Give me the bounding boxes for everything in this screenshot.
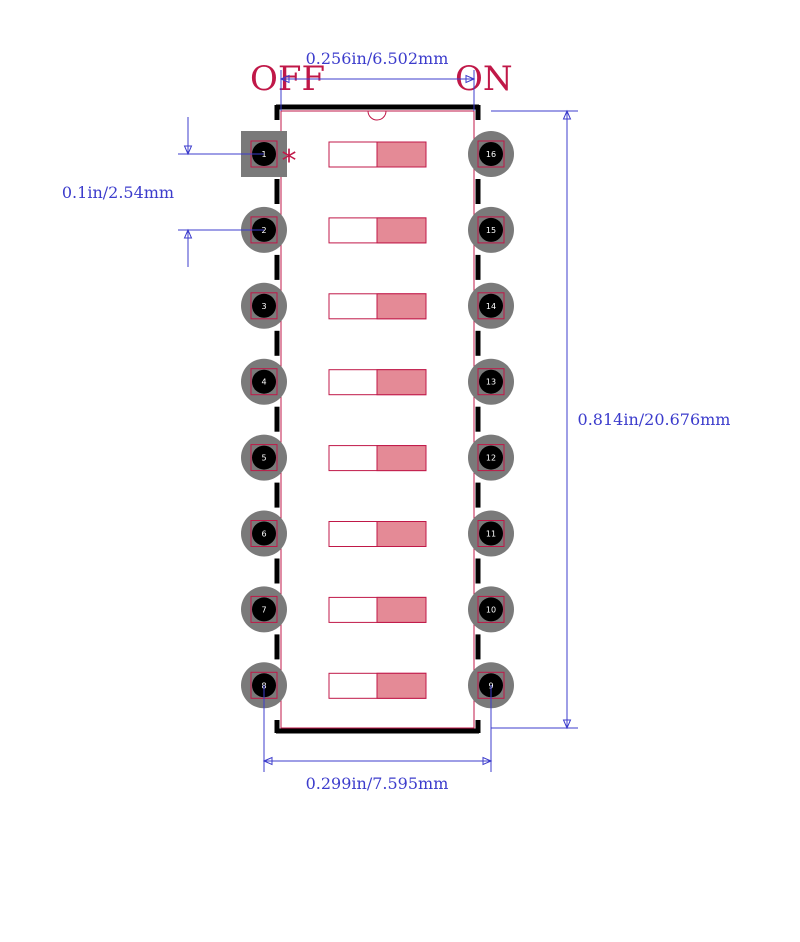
pin-number: 16 [486, 150, 496, 159]
dip-switch [328, 596, 427, 623]
drill-hole [252, 369, 276, 394]
pad-outline [250, 595, 278, 623]
pin-number: 13 [486, 378, 496, 387]
pad-outline [477, 444, 505, 472]
pin-pad: 5 [241, 434, 287, 481]
pad-outline [477, 216, 505, 244]
pad-outline [477, 292, 505, 320]
arrow-right-icon [482, 756, 493, 766]
pin-number: 4 [261, 378, 266, 387]
drill-hole [252, 521, 276, 546]
arrow-down-icon [562, 719, 572, 730]
switch-actuator-on [376, 217, 427, 244]
pin-number: 10 [486, 605, 496, 614]
drill-hole [252, 293, 276, 318]
pin-pad: 3 [241, 282, 287, 329]
switch-width-label: 0.256in/6.502mm [306, 49, 449, 68]
pin-pitch-dimension: 0.1in/2.54mm [62, 117, 264, 267]
arrow-left-icon [262, 756, 273, 766]
dip-switch [328, 521, 427, 547]
pad-outline [477, 595, 505, 623]
dip-switch [328, 293, 427, 320]
pin-number: 6 [261, 530, 266, 539]
drill-hole [479, 369, 503, 394]
switch-actuator-on [376, 596, 427, 623]
dip-switch [328, 141, 427, 168]
drill-hole [252, 597, 276, 622]
pad-outline [250, 444, 278, 472]
drill-hole [479, 293, 503, 318]
switch-actuator-on [376, 672, 427, 699]
row-spacing-label: 0.299in/7.595mm [306, 774, 449, 793]
switches-group [328, 141, 427, 699]
pin-pad: 6 [241, 510, 287, 557]
pin-pad: 16 [468, 131, 514, 177]
pin-pad: 12 [468, 434, 514, 481]
switch-actuator-on [376, 445, 427, 472]
pin-pad: 7 [241, 586, 287, 633]
pin-pad: 11 [468, 510, 514, 557]
drill-hole [252, 445, 276, 470]
row-spacing-dimension: 0.299in/7.595mm [262, 685, 493, 793]
arrow-down-icon [183, 145, 193, 156]
arrow-right-icon [465, 74, 476, 84]
pin-pitch-label: 0.1in/2.54mm [62, 183, 174, 202]
dip-switch [328, 369, 427, 396]
drill-hole [479, 142, 503, 166]
pin-number: 3 [261, 302, 266, 311]
pin-number: 12 [486, 454, 496, 463]
pad-outline [477, 368, 505, 396]
pin-pad: 4 [241, 358, 287, 405]
pad-outline [477, 140, 505, 168]
switch-actuator-on [376, 521, 427, 547]
pin-pad: 13 [468, 358, 514, 405]
pad-outline [250, 368, 278, 396]
drill-hole [479, 597, 503, 622]
pad-outline [250, 520, 278, 547]
silkscreen-outline [274, 104, 481, 734]
arrow-up-icon [562, 109, 572, 120]
pin-pad: 15 [468, 206, 514, 253]
dip-switch [328, 445, 427, 472]
pin-number: 7 [261, 605, 266, 614]
pad-outline [477, 520, 505, 547]
dip-switch [328, 217, 427, 244]
body-length-dimension: 0.814in/20.676mm [491, 109, 731, 730]
body-length-label: 0.814in/20.676mm [578, 410, 731, 429]
drill-hole [479, 217, 503, 242]
arrow-left-icon [279, 74, 290, 84]
pin-pad: 14 [468, 282, 514, 329]
switch-width-dimension: 0.256in/6.502mm [279, 49, 476, 111]
switch-actuator-on [376, 293, 427, 320]
pin1-marker: * [282, 144, 297, 179]
drill-hole [479, 445, 503, 470]
pin-number: 15 [486, 226, 496, 235]
pin-pad: 10 [468, 586, 514, 633]
pin-number: 5 [261, 454, 266, 463]
arrow-up-icon [183, 228, 193, 239]
dip-switch [328, 672, 427, 699]
drill-hole [479, 521, 503, 546]
switch-actuator-on [376, 141, 427, 168]
pin-number: 11 [486, 530, 496, 539]
pin1-notch [367, 110, 387, 121]
switch-actuator-on [376, 369, 427, 396]
component-body-outline [280, 110, 475, 729]
pad-outline [250, 292, 278, 320]
pin-number: 14 [486, 302, 496, 311]
